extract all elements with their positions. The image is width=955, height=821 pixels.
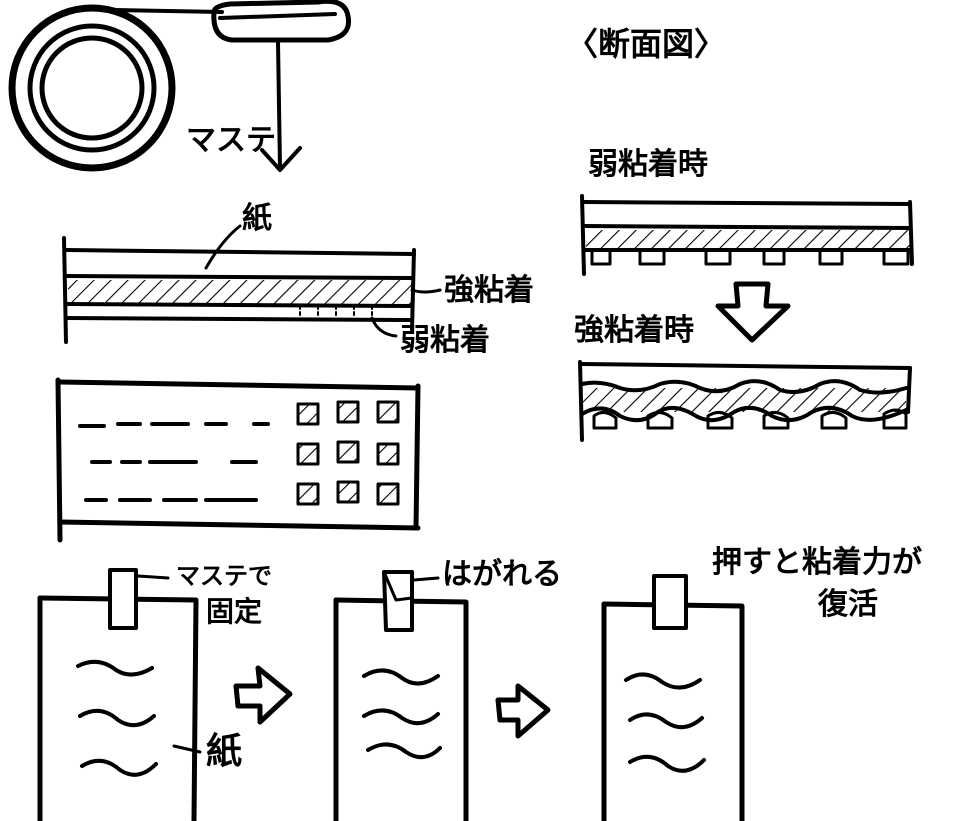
press-restores-label-1: 押すと粘着力が [712,545,922,580]
strong-adhesion-state-label: 強粘着時 [574,313,694,348]
sheet-restored [601,574,745,821]
paper-sheet-label: 紙 [206,731,243,772]
weak-adhesion-cross-section [580,194,914,276]
down-arrow-icon [260,40,302,172]
paper-layer-label: 紙 [242,201,272,236]
strong-adhesion-cross-section [578,360,912,442]
peels-off-label: はがれる [442,557,562,592]
cross-section-title: 〈断面図〉 [566,25,727,63]
tape-surface-pattern [55,377,421,543]
hollow-down-arrow-icon [715,281,791,343]
tape-layer-diagram [62,224,442,344]
fixed-with-tape-label-2: 固定 [206,595,263,628]
right-arrow-icon-2 [495,683,551,739]
sheet-peeling [333,570,469,821]
weak-adhesive-label: 弱粘着 [400,323,490,358]
right-arrow-icon-1 [233,665,293,725]
strong-adhesive-label: 強粘着 [444,273,534,308]
weak-adhesion-state-label: 弱粘着時 [588,147,708,182]
tape-roll-icon [8,0,352,172]
fixed-with-tape-label-1: マステで [176,562,272,590]
press-restores-label-2: 復活 [818,587,878,622]
sheet-fixed [37,568,202,821]
masking-tape-label: マステ [186,123,276,158]
